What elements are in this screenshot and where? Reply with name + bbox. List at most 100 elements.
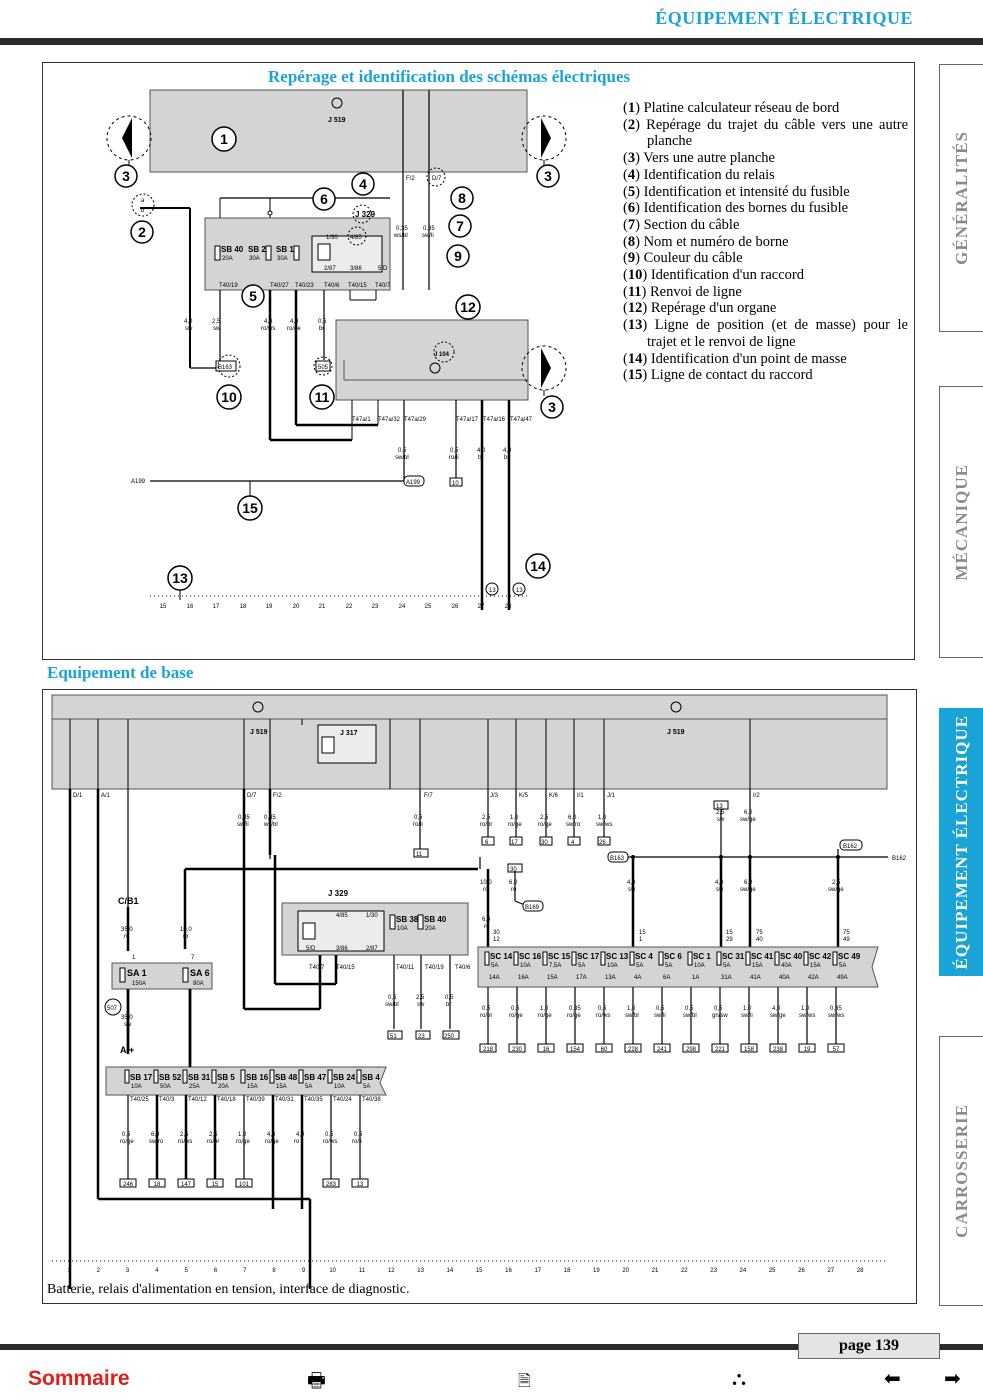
- svg-text:6,0: 6,0: [509, 880, 518, 886]
- tab-generalites[interactable]: GÉNÉRALITÉS: [939, 64, 983, 332]
- svg-text:SB 40: SB 40: [424, 915, 447, 924]
- axis-label: 6: [214, 1268, 218, 1274]
- svg-text:505: 505: [318, 365, 329, 371]
- callout-15: 15: [242, 500, 258, 516]
- legend-item: (4) Identification du relais: [623, 166, 775, 183]
- svg-text:30: 30: [510, 867, 517, 873]
- svg-text:B163: B163: [610, 856, 625, 862]
- sc-ref-box: [769, 1043, 787, 1053]
- sc-wire-color: sw/ws: [828, 1013, 844, 1019]
- svg-text:20: 20: [293, 604, 300, 610]
- sc-wire-color: sw/ws: [799, 1013, 815, 1019]
- sb-wire-section: 2,5: [180, 1132, 189, 1138]
- sb-ref: 13: [357, 1182, 364, 1188]
- svg-text:51: 51: [390, 1034, 397, 1040]
- callout-13: 13: [172, 570, 188, 586]
- legend-item: (3) Vers une autre planche: [623, 150, 775, 167]
- svg-text:ro/ws: ro/ws: [261, 326, 275, 332]
- sc-ref: 60: [601, 1047, 608, 1053]
- tw-col-0: ws/bl: [393, 233, 408, 239]
- sb-fuse-amp: 5A: [305, 1084, 312, 1090]
- axis-label: 21: [652, 1268, 659, 1274]
- sc-ref-box: [537, 1043, 555, 1053]
- svg-text:30: 30: [541, 840, 548, 846]
- sb-wire-color: ro/ws: [323, 1139, 337, 1145]
- svg-text:ro: ro: [124, 934, 130, 940]
- sb-term: T40/12: [188, 1097, 207, 1103]
- sc-fuse-symbol: [542, 951, 548, 966]
- binoculars-search-icon[interactable]: ⛬: [732, 1366, 746, 1390]
- svg-text:22: 22: [346, 604, 353, 610]
- svg-text:80A: 80A: [193, 981, 204, 987]
- sc-fuse-symbol: [832, 951, 838, 966]
- svg-text:A199: A199: [406, 480, 421, 486]
- sc-pin: 49A: [837, 975, 848, 981]
- sc-fuse-amp: 5A: [578, 963, 585, 969]
- sb-fuse-symbol: [240, 1069, 246, 1084]
- page-number: page 139: [798, 1333, 940, 1359]
- sc-fuse-name: SC 49: [838, 952, 861, 961]
- svg-text:13: 13: [516, 588, 523, 594]
- sc-wire-section: 0,5: [598, 1006, 607, 1012]
- svg-text:13: 13: [489, 588, 496, 594]
- callout-3: 3: [122, 168, 130, 184]
- sc-ref-box: [653, 1043, 671, 1053]
- legend-item: (7) Section du câble: [623, 216, 740, 233]
- svg-text:T40/19: T40/19: [425, 965, 444, 971]
- conn-b163: B163: [218, 365, 233, 371]
- sc-wire-color: sw/bl: [683, 1013, 697, 1019]
- sb-wire-section: 2,5: [209, 1132, 218, 1138]
- sc-fuse-amp: 10A: [607, 963, 618, 969]
- svg-text:29: 29: [726, 937, 733, 943]
- tab-carrosserie[interactable]: CARROSSERIE: [939, 1036, 983, 1306]
- previous-page-icon[interactable]: ⬅: [884, 1366, 901, 1390]
- tab-equipement-electrique[interactable]: ÉQUIPEMENT ÉLECTRIQUE: [939, 708, 983, 976]
- sb-ref-box: [235, 1178, 253, 1188]
- svg-text:150A: 150A: [132, 981, 146, 987]
- document-icon[interactable]: 🗎: [518, 1371, 531, 1390]
- sc-ref: 154: [570, 1047, 581, 1053]
- svg-text:T47a/1: T47a/1: [352, 417, 371, 423]
- svg-text:1/30: 1/30: [366, 913, 378, 919]
- axis-label: 27: [827, 1268, 834, 1274]
- svg-text:T47a/32: T47a/32: [378, 417, 401, 423]
- svg-text:J 519: J 519: [667, 729, 685, 736]
- page-header-title: ÉQUIPEMENT ÉLECTRIQUE: [655, 8, 913, 28]
- axis-label: 26: [798, 1268, 805, 1274]
- callout-4: 4: [359, 176, 367, 192]
- svg-text:20A: 20A: [425, 926, 436, 932]
- sc-ref: 16: [543, 1047, 550, 1053]
- svg-text:sw/ge: sw/ge: [740, 887, 756, 893]
- sc-ref: 230: [512, 1047, 523, 1053]
- print-icon[interactable]: 🖶: [307, 1368, 326, 1392]
- svg-text:10,0: 10,0: [480, 880, 492, 886]
- svg-text:br: br: [446, 1002, 451, 1008]
- sommaire-link[interactable]: Sommaire: [28, 1367, 130, 1390]
- axis-label: 11: [359, 1268, 366, 1274]
- svg-text:2,5: 2,5: [716, 810, 725, 816]
- svg-text:4/85: 4/85: [350, 235, 362, 241]
- svg-text:30A: 30A: [277, 256, 288, 262]
- svg-text:15: 15: [726, 930, 733, 936]
- callout-14: 14: [530, 558, 546, 574]
- svg-text:br: br: [504, 455, 509, 461]
- callout-8: 8: [458, 190, 466, 206]
- sc-wire-color: sw/ge: [770, 1013, 786, 1019]
- sb-fuse-amp: 15A: [276, 1084, 287, 1090]
- axis-label: 9: [302, 1268, 306, 1274]
- sc-fuse-amp: 5A: [636, 963, 643, 969]
- sb-fuse-name: SB 4: [362, 1073, 380, 1082]
- tab-mecanique[interactable]: MÉCANIQUE: [939, 386, 983, 658]
- svg-text:sw: sw: [716, 887, 724, 893]
- axis-label: 10: [329, 1268, 336, 1274]
- next-page-icon[interactable]: ➡: [944, 1366, 961, 1390]
- svg-text:4: 4: [571, 840, 575, 846]
- svg-text:4,0: 4,0: [477, 448, 486, 454]
- svg-text:2/87: 2/87: [324, 266, 336, 272]
- sc-ref-box: [566, 1043, 584, 1053]
- sc-wire-color: sw/li: [654, 1013, 666, 1019]
- sc-pin: 1A: [692, 975, 699, 981]
- sc-wire-color: sw/li: [741, 1013, 753, 1019]
- sc-pin: 41A: [750, 975, 761, 981]
- svg-text:11: 11: [416, 852, 423, 858]
